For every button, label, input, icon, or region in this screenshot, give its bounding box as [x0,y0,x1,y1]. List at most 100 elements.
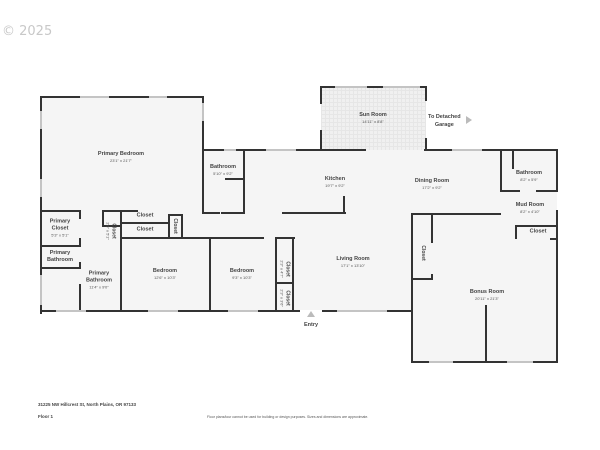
wall [243,149,245,213]
room-dims: 12'6" x 10'3" [154,275,176,280]
room-name: Kitchen [324,176,346,182]
wall [236,149,266,151]
room-name: Closet [284,290,291,306]
property-address: 31225 NW Hillcrest St, North Plains, OR … [38,402,137,407]
entry-arrow-icon [307,311,315,317]
wall [120,222,170,224]
room-sun-room: Sun Room 14'11" x 8'8" [359,112,387,124]
room-dims: 5'3" x 5'1" [51,232,69,238]
wall [181,214,183,238]
wall [275,282,294,284]
wall [120,237,210,239]
wall [411,278,433,280]
wall [550,238,558,240]
wall [209,237,211,311]
wall [102,225,122,227]
room-name: Dining Room [414,178,450,184]
room-name: Primary [49,250,71,256]
room-bathroom-1: Bathroom 5'10" x 9'2" [210,164,236,176]
disclaimer-text: Floor plans/tour cannot be used for buil… [207,415,369,419]
wall [320,86,322,104]
wall [512,149,514,169]
wall [168,214,170,238]
window [224,149,236,151]
room-dims: 17'1" x 13'10" [340,263,366,268]
room-name: Sun Room [359,112,387,118]
room-dims: 20'11" x 21'3" [475,296,499,301]
wall [86,310,148,312]
window [452,149,482,151]
room-name: Bonus Room [469,289,505,295]
room-name: Bedroom [152,268,178,274]
window [80,96,109,98]
wall [322,310,337,312]
wall [40,96,42,111]
wall [225,178,245,180]
east-wing-area [412,150,557,362]
wall [258,310,300,312]
wall [275,237,295,239]
wall [387,310,413,312]
wall [500,149,502,191]
window [56,310,86,312]
wall [367,86,383,88]
room-bedroom-1: Bedroom 12'6" x 10'3" [153,268,177,280]
wall [40,96,80,98]
window [202,103,204,121]
room-name: Bathroom [210,164,236,170]
window [40,111,42,129]
wall [411,213,501,215]
wall [202,212,220,214]
room-dims: 2'3" x 3'6" [279,289,285,307]
room-dims: 9'3" x 10'3" [232,275,252,280]
wall [556,210,558,363]
room-closet-h: Closet [530,229,547,236]
room-closet-a: Closet 2'6" x 5'1" [106,222,117,240]
room-dims: 2'6" x 5'1" [105,222,111,240]
room-name: Closet [284,261,291,277]
wall [275,237,277,311]
room-dims: 17'2" x 9'2" [422,185,442,190]
room-closet-c: Closet [137,227,154,234]
room-name: Bathroom [86,277,112,284]
room-closet-b: Closet [137,213,154,220]
room-name: Mud Room [515,202,545,208]
wall [296,149,366,151]
wall [343,196,345,214]
window [40,275,42,305]
wall [425,138,427,150]
wall [431,213,433,243]
window [266,149,296,151]
window [148,310,178,312]
wall [202,96,204,213]
wall [209,237,264,239]
room-living-room: Living Room 17'1" x 13'10" [336,256,369,268]
room-bedroom-2: Bedroom 9'3" x 10'3" [230,268,254,280]
room-primary-closet: Primary Closet 5'3" x 5'1" [50,219,71,238]
wall [485,305,487,362]
room-closet-d: Closet [172,218,178,233]
wall [178,310,228,312]
wall [425,86,427,101]
wall [320,86,335,88]
room-closet-g: Closet [420,245,426,260]
wall [536,190,558,192]
entry-label: Entry [304,322,319,328]
wall [79,284,81,312]
room-dims: 2'3" x 4'7" [279,260,285,278]
wall [420,86,427,88]
window [335,86,367,88]
wall [556,149,558,192]
wall [411,213,413,363]
room-kitchen: Kitchen 19'7" x 9'2" [325,176,345,188]
room-name: Closet [51,225,69,232]
wall [431,274,433,280]
window [337,310,387,312]
wall [79,210,81,219]
room-name: Closet [172,218,178,234]
window [383,86,420,88]
room-mud-room: Mud Room 8'2" x 4'10" [516,202,544,214]
room-name: Primary [88,270,110,277]
window [40,179,42,197]
